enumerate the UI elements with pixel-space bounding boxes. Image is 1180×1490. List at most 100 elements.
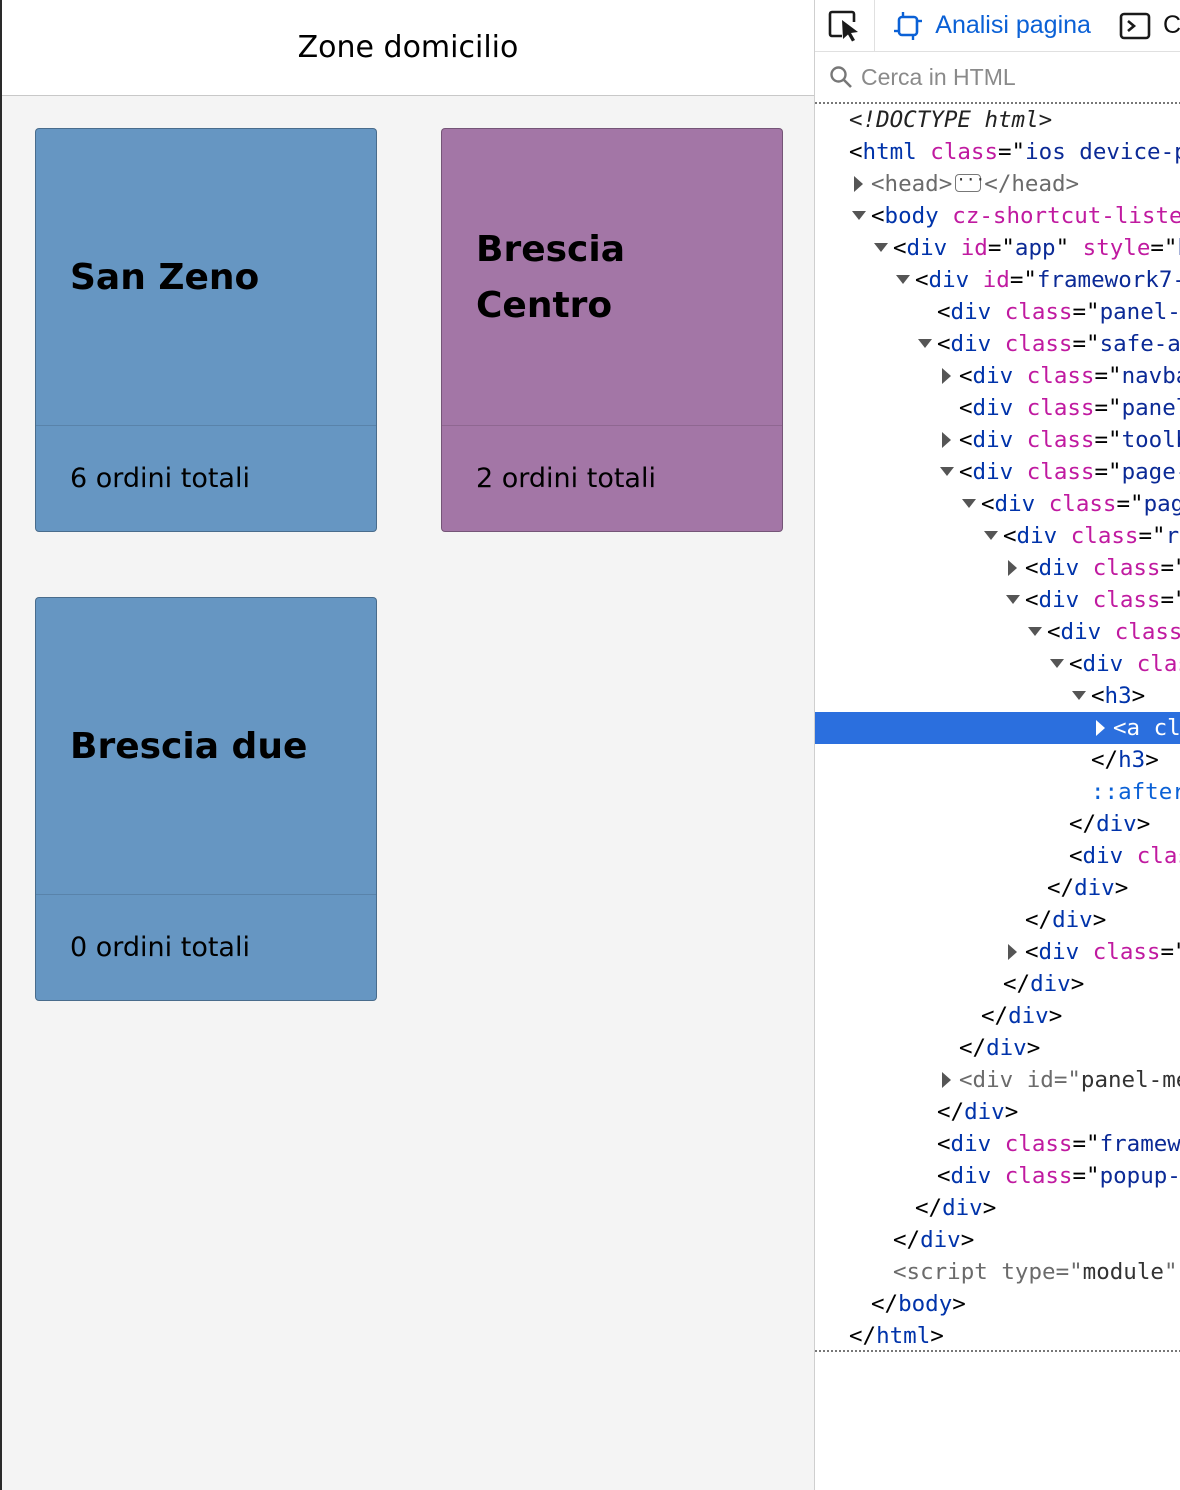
collapsed-triangle-icon[interactable] <box>939 360 955 392</box>
markup-token: > <box>1136 811 1151 837</box>
expanded-triangle-icon[interactable] <box>1005 584 1021 616</box>
markup-node[interactable]: <div class="page- <box>815 456 1180 488</box>
markup-node[interactable]: </h3> <box>815 744 1180 776</box>
markup-node[interactable]: <div class="safe-ar <box>815 328 1180 360</box>
markup-token: div <box>942 1195 983 1221</box>
markup-node[interactable]: <div class="navba <box>815 360 1180 392</box>
markup-token: class <box>1004 299 1073 325</box>
markup-token: </head> <box>984 171 1080 197</box>
collapsed-triangle-icon[interactable] <box>1005 552 1021 584</box>
expanded-triangle-icon[interactable] <box>983 520 999 552</box>
markup-node-text: <div class="safe-ar <box>937 328 1180 360</box>
tab-console[interactable]: C <box>1119 11 1180 40</box>
collapsed-triangle-icon[interactable] <box>939 1064 955 1096</box>
markup-node-text: <div class=" <box>1025 936 1180 968</box>
markup-token: </ <box>959 1035 987 1061</box>
markup-token: =" <box>1160 555 1180 581</box>
markup-node[interactable]: ::after <box>815 776 1180 808</box>
expanded-triangle-icon[interactable] <box>917 328 933 360</box>
zone-card-title[interactable]: Brescia Centro <box>476 228 626 326</box>
markup-node[interactable]: <div id="framework7- <box>815 264 1180 296</box>
markup-node[interactable]: <div class=" <box>815 584 1180 616</box>
markup-node[interactable]: </div> <box>815 1000 1180 1032</box>
tab-console-label: C <box>1162 11 1180 39</box>
expanded-triangle-icon[interactable] <box>1049 648 1065 680</box>
markup-node[interactable]: </div> <box>815 1192 1180 1224</box>
markup-node[interactable]: </html> <box>815 1320 1180 1352</box>
markup-node[interactable]: <div class="framewo <box>815 1128 1180 1160</box>
markup-token <box>1101 619 1115 645</box>
markup-token: =" <box>1072 1163 1100 1189</box>
markup-token: =" <box>1072 1131 1100 1157</box>
expanded-triangle-icon[interactable] <box>1027 616 1043 648</box>
expanded-triangle-icon[interactable] <box>895 264 911 296</box>
markup-token: < <box>959 395 973 421</box>
zone-card-title[interactable]: San Zeno <box>70 256 260 298</box>
markup-node[interactable]: <div class="ro <box>815 520 1180 552</box>
markup-node[interactable]: <div class <box>815 616 1180 648</box>
markup-node[interactable]: <a cl <box>815 712 1180 744</box>
markup-token: panel <box>1121 395 1180 421</box>
zone-card-san-zeno[interactable]: San Zeno 6 ordini totali <box>35 128 377 532</box>
markup-node[interactable]: <div id="panel-me <box>815 1064 1180 1096</box>
markup-node[interactable]: <div clas <box>815 648 1180 680</box>
markup-node[interactable]: <div class="panel-b <box>815 296 1180 328</box>
markup-node[interactable]: </div> <box>815 1224 1180 1256</box>
zone-card-brescia-centro[interactable]: Brescia Centro 2 ordini totali <box>441 128 783 532</box>
markup-node[interactable]: </div> <box>815 1032 1180 1064</box>
zone-card-orders: 6 ordini totali <box>36 425 376 531</box>
markup-node[interactable]: </div> <box>815 968 1180 1000</box>
tab-inspector[interactable]: Analisi pagina <box>875 0 1091 52</box>
markup-node-text: <!DOCTYPE html> <box>849 104 1052 136</box>
markup-node[interactable]: <!DOCTYPE html> <box>815 104 1180 136</box>
collapsed-triangle-icon[interactable] <box>1093 712 1109 744</box>
markup-node-text: </body> <box>871 1288 966 1320</box>
collapsed-triangle-icon[interactable] <box>1005 936 1021 968</box>
markup-node[interactable]: <div class="panel <box>815 392 1180 424</box>
markup-node[interactable]: </div> <box>815 872 1180 904</box>
element-picker-button[interactable] <box>815 0 876 52</box>
markup-token <box>991 1131 1005 1157</box>
markup-node[interactable]: </div> <box>815 808 1180 840</box>
markup-node[interactable]: <div id="app" style="h <box>815 232 1180 264</box>
expanded-triangle-icon[interactable] <box>851 200 867 232</box>
html-search-input[interactable] <box>861 63 1161 91</box>
markup-token: =" <box>1055 1259 1083 1285</box>
expanded-triangle-icon[interactable] <box>1071 680 1087 712</box>
markup-token: class <box>1026 363 1095 389</box>
markup-node[interactable]: </div> <box>815 1096 1180 1128</box>
markup-token: div <box>1038 587 1080 613</box>
markup-token: class <box>1004 1163 1073 1189</box>
markup-node[interactable]: <h3> <box>815 680 1180 712</box>
markup-token: < <box>915 267 929 293</box>
markup-token: toolb <box>1121 427 1180 453</box>
markup-token: div <box>1038 555 1080 581</box>
markup-node[interactable]: <div class=" <box>815 936 1180 968</box>
markup-token <box>1013 395 1027 421</box>
zone-card-brescia-due[interactable]: Brescia due 0 ordini totali <box>35 597 377 1001</box>
expanded-triangle-icon[interactable] <box>961 488 977 520</box>
markup-token: class <box>1070 523 1139 549</box>
collapsed-triangle-icon[interactable] <box>851 168 867 200</box>
markup-node[interactable]: <div class=" <box>815 552 1180 584</box>
markup-token: < <box>849 139 863 165</box>
zone-card-title[interactable]: Brescia due <box>70 725 308 767</box>
markup-node[interactable]: <div clas <box>815 840 1180 872</box>
markup-node[interactable]: <head>···</head> <box>815 168 1180 200</box>
markup-token: =" <box>998 139 1026 165</box>
markup-node[interactable]: <html class="ios device-p <box>815 136 1180 168</box>
collapsed-content-badge[interactable]: ··· <box>955 171 985 192</box>
markup-token: div <box>1030 971 1071 997</box>
collapsed-triangle-icon[interactable] <box>939 424 955 456</box>
markup-node[interactable]: <div class="toolb <box>815 424 1180 456</box>
markup-node[interactable]: </body> <box>815 1288 1180 1320</box>
expanded-triangle-icon[interactable] <box>939 456 955 488</box>
markup-node[interactable]: <script type="module" <box>815 1256 1180 1288</box>
markup-node[interactable]: </div> <box>815 904 1180 936</box>
markup-node[interactable]: <body cz-shortcut-listen <box>815 200 1180 232</box>
markup-node[interactable]: <div class="popup-b <box>815 1160 1180 1192</box>
expanded-triangle-icon[interactable] <box>873 232 889 264</box>
markup-node-text: <body cz-shortcut-listen <box>871 200 1180 232</box>
markup-node[interactable]: <div class="pag <box>815 488 1180 520</box>
markup-token: div <box>1082 651 1124 677</box>
